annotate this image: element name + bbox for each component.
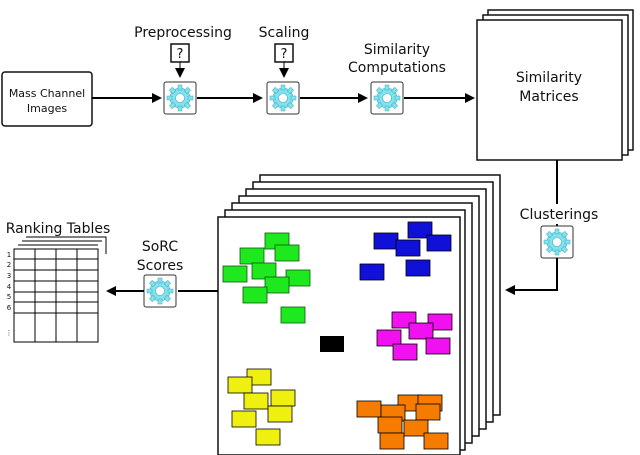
- preprocessing-label: Preprocessing: [134, 25, 232, 41]
- rank-row-1: 1: [7, 251, 11, 259]
- ranking-tables-label: Ranking Tables: [6, 221, 111, 237]
- similarity-computations-label-1: Similarity: [364, 42, 430, 58]
- ranking-tables: 1 2 3 4 5 6 ⋮: [6, 236, 107, 343]
- rank-row-2: 2: [7, 261, 11, 269]
- rank-row-5: 5: [7, 293, 11, 301]
- preprocessing-question-box: ?: [170, 43, 190, 63]
- blue-cluster: [359, 221, 452, 281]
- sorc-label-1: SoRC: [142, 239, 178, 255]
- question-icon: ?: [177, 47, 184, 62]
- question-icon: ?: [281, 47, 288, 62]
- rank-row-3: 3: [7, 272, 11, 280]
- rank-row-4: 4: [7, 283, 12, 291]
- magenta-cluster: [376, 311, 453, 361]
- similarity-matrices-label-2: Matrices: [519, 89, 578, 105]
- similarity-matrices-stack: Similarity Matrices: [476, 9, 634, 161]
- sorc-gear-box: [143, 274, 177, 308]
- scaling-question-box: ?: [274, 43, 294, 63]
- mass-channel-label-1: Mass Channel: [9, 87, 85, 100]
- similarity-matrices-label-1: Similarity: [516, 70, 582, 86]
- rank-row-more: ⋮: [6, 329, 13, 337]
- scaling-label: Scaling: [259, 25, 310, 41]
- gear-icon: [269, 84, 297, 112]
- gear-icon: [166, 84, 194, 112]
- black-block: [320, 336, 344, 352]
- gear-icon: [543, 228, 571, 256]
- mass-channel-images-box: Mass Channel Images: [1, 71, 93, 127]
- mass-channel-label-2: Images: [27, 102, 67, 115]
- gear-icon: [146, 277, 174, 305]
- rank-row-6: 6: [7, 304, 12, 312]
- green-cluster: [222, 232, 311, 324]
- gear-icon: [373, 84, 401, 112]
- clusterings-label: Clusterings: [520, 207, 599, 223]
- yellow-cluster: [227, 368, 296, 446]
- scaling-gear-box: [266, 81, 300, 115]
- preprocessing-gear-box: [163, 81, 197, 115]
- orange-cluster: [356, 394, 449, 450]
- clusterings-gear-box: [540, 225, 574, 259]
- sorc-label-2: Scores: [137, 258, 184, 274]
- similarity-computations-label-2: Computations: [348, 60, 446, 76]
- similarity-computations-gear-box: [370, 81, 404, 115]
